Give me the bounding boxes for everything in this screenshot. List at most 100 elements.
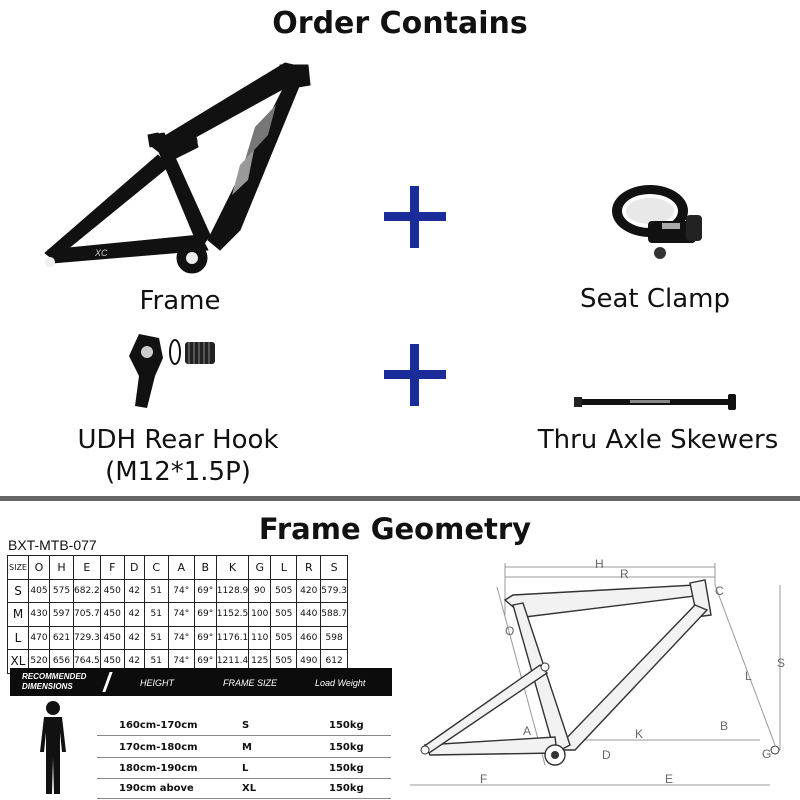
table-cell: 621: [49, 625, 74, 650]
recommended-row: 190cm above XL 150kg: [97, 779, 391, 799]
frame-size-column-header: FRAME SIZE: [223, 678, 278, 688]
section-divider: [0, 496, 800, 501]
table-cell: 420: [296, 578, 322, 603]
table-cell: 1128.9: [215, 578, 250, 603]
table-cell: M: [7, 602, 29, 627]
recommended-height: 190cm above: [119, 783, 194, 794]
recommended-load: 150kg: [329, 783, 364, 794]
table-cell: 51: [143, 602, 169, 627]
table-cell: 450: [99, 578, 125, 603]
column-header: S: [320, 555, 349, 580]
frame-logo: XC: [94, 248, 108, 258]
column-header: R: [296, 555, 322, 580]
table-cell: 705.7: [73, 602, 101, 627]
height-column-header: HEIGHT: [140, 678, 175, 688]
seat-clamp-image: [612, 185, 702, 259]
table-cell: 597: [49, 602, 74, 627]
dim-label-h: H: [595, 557, 604, 571]
thru-axle-image: [574, 394, 736, 410]
table-cell: 470: [28, 625, 50, 650]
table-cell: 440: [296, 602, 322, 627]
table-cell: 69°: [193, 602, 217, 627]
table-cell: 110: [248, 625, 272, 650]
row-divider: [97, 735, 391, 736]
table-cell: 1152.5: [215, 602, 250, 627]
row-divider: [97, 798, 391, 799]
table-cell: 598: [320, 625, 349, 650]
geometry-diagram: H R C S L B A K D G F E O: [410, 557, 785, 786]
table-cell: S: [7, 578, 29, 603]
table-cell: 69°: [193, 625, 217, 650]
udh-hook-label: UDH Rear Hook: [77, 425, 279, 455]
load-weight-column-header: Load Weight: [315, 678, 366, 688]
recommended-load: 150kg: [329, 763, 364, 774]
page-title: Order Contains: [272, 6, 528, 41]
recommended-load: 150kg: [329, 742, 364, 753]
row-divider: [97, 778, 391, 779]
table-cell: 505: [270, 578, 298, 603]
model-number: BXT-MTB-077: [8, 537, 97, 553]
recommended-row: 180cm-190cm L 150kg: [97, 759, 391, 779]
recommended-height: 160cm-170cm: [119, 720, 198, 731]
udh-hook-image: [129, 334, 215, 408]
table-cell: 588.7: [320, 602, 349, 627]
column-header: O: [28, 555, 50, 580]
column-header: A: [167, 555, 195, 580]
table-cell: 579.3: [320, 578, 349, 603]
column-header: B: [193, 555, 217, 580]
table-cell: 90: [248, 578, 272, 603]
table-cell: 575: [49, 578, 74, 603]
table-cell: L: [7, 625, 29, 650]
table-cell: 1176.1: [215, 625, 250, 650]
table-cell: 505: [270, 625, 298, 650]
recommended-height: 170cm-180cm: [119, 742, 198, 753]
recommended-height: 180cm-190cm: [119, 763, 198, 774]
recommended-size: XL: [242, 783, 257, 794]
table-cell: 729.3: [73, 625, 101, 650]
table-cell: 42: [123, 625, 145, 650]
dim-label-l: L: [745, 669, 752, 683]
dim-label-c: C: [715, 584, 724, 598]
geometry-title: Frame Geometry: [258, 512, 532, 546]
seat-clamp-label: Seat Clamp: [579, 284, 731, 314]
recommended-title-2: DIMENSIONS: [22, 682, 73, 691]
dim-label-f: F: [480, 772, 487, 786]
table-cell: 460: [296, 625, 322, 650]
frame-label: Frame: [139, 286, 221, 316]
dim-label-d: D: [602, 748, 611, 762]
dim-label-a: A: [523, 724, 531, 738]
table-cell: 450: [99, 602, 125, 627]
dim-label-o: O: [505, 624, 514, 638]
dim-label-g: G: [762, 747, 771, 761]
table-cell: 505: [270, 602, 298, 627]
dim-label-r: R: [620, 567, 629, 581]
table-cell: 430: [28, 602, 50, 627]
table-cell: 69°: [193, 578, 217, 603]
column-header: SIZE: [7, 555, 29, 580]
plus-icon: [384, 344, 446, 406]
recommended-row: 170cm-180cm M 150kg: [97, 738, 391, 758]
dim-label-s: S: [777, 656, 785, 670]
column-header: H: [49, 555, 74, 580]
table-cell: 100: [248, 602, 272, 627]
recommended-size: S: [242, 720, 250, 731]
slash-separator: [102, 672, 113, 692]
recommended-load: 150kg: [329, 720, 364, 731]
table-cell: 42: [123, 602, 145, 627]
dim-label-b: B: [720, 719, 728, 733]
column-header: E: [73, 555, 101, 580]
recommended-row: 160cm-170cm S 150kg: [97, 716, 391, 736]
table-cell: 74°: [167, 625, 195, 650]
column-header: D: [123, 555, 145, 580]
recommended-size: L: [242, 763, 249, 774]
row-divider: [97, 757, 391, 758]
column-header: K: [215, 555, 250, 580]
recommended-title: RECOMMENDED: [22, 672, 87, 681]
dim-label-e: E: [665, 772, 673, 786]
recommended-size: M: [242, 742, 252, 753]
table-cell: 450: [99, 625, 125, 650]
